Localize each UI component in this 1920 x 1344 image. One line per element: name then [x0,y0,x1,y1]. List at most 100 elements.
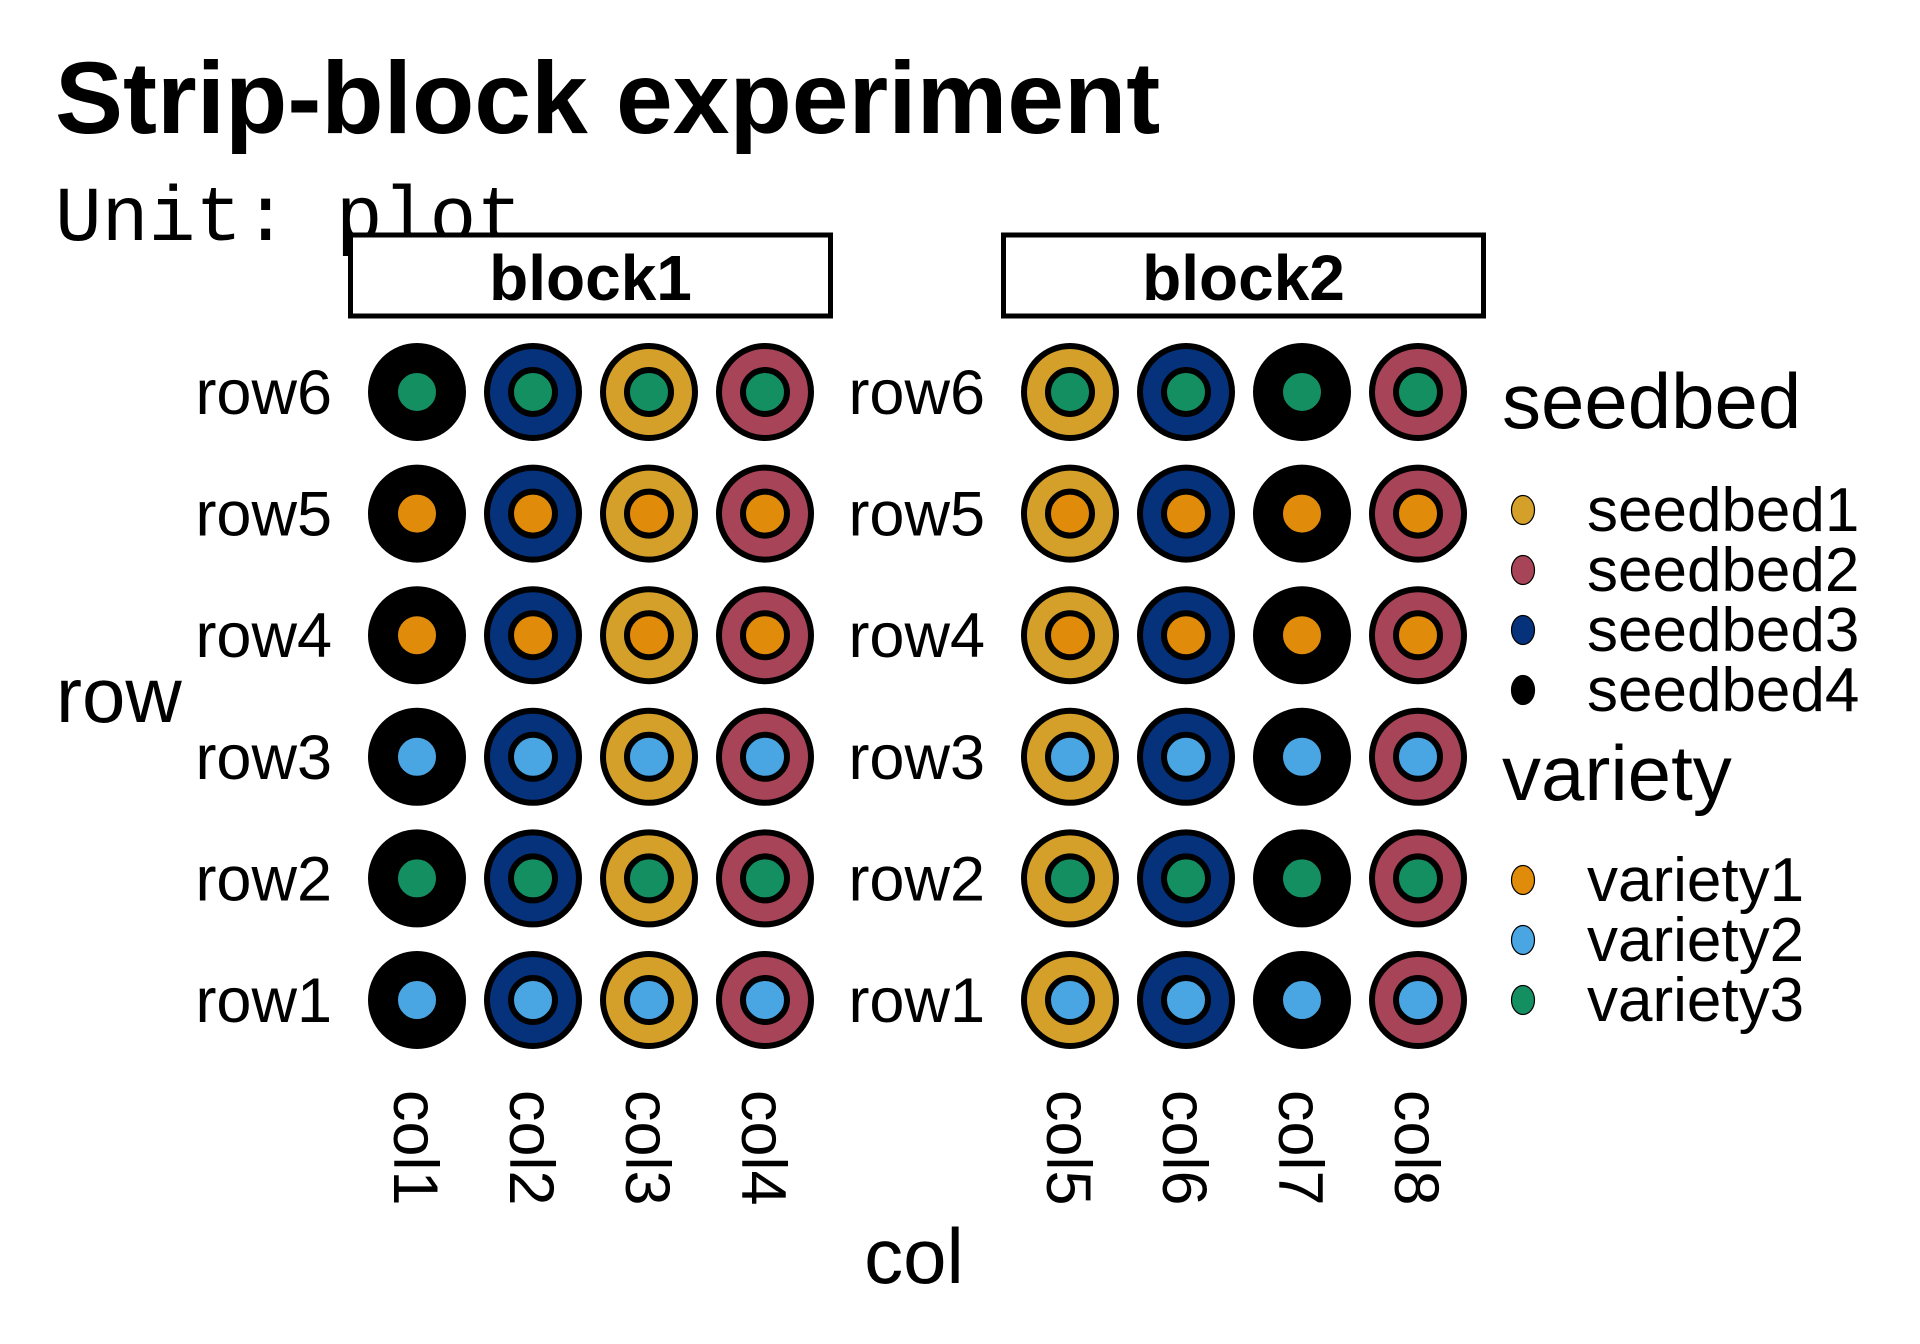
y-axis-title: row [56,651,182,739]
y-tick-label: row4 [848,601,985,671]
x-axis-title: col [864,1212,964,1300]
plot-point [716,951,814,1049]
variety-dot-variety2 [1393,731,1443,782]
plot-point [368,829,466,928]
variety-dot-variety2 [392,975,442,1025]
variety-dot-variety2 [1161,731,1211,782]
plot-point [368,343,466,441]
variety-dot-variety3 [1393,367,1443,417]
plot-point [1253,829,1351,928]
y-tick-label: row5 [195,480,332,550]
y-tick-label: row6 [195,358,332,428]
y-tick-label: row4 [195,601,332,671]
variety-dot-variety2 [1277,731,1327,782]
variety-dot-variety1 [1393,610,1443,661]
plot-point [484,829,582,928]
variety-dot-variety3 [624,853,674,904]
y-tick-label: row1 [848,966,985,1036]
y-tick-label: row1 [195,966,332,1036]
x-tick-label: col4 [728,1090,798,1206]
plot-point [1253,707,1351,806]
chart-title: Strip-block experiment [55,41,1160,155]
plot-point [600,586,698,685]
variety-dot-variety1 [1393,488,1443,539]
variety-dot-variety1 [508,610,558,661]
variety-dot-variety1 [1045,488,1095,539]
variety-dot-variety3 [1045,367,1095,417]
strip-box [1001,232,1486,319]
variety-dot-variety3 [1161,853,1211,904]
variety-dot-variety3 [1161,367,1211,417]
plot-point [1369,464,1467,563]
plot-point [1253,464,1351,563]
variety-dot-variety2 [1045,731,1095,782]
x-tick-label: col6 [1149,1090,1219,1206]
variety-dot-variety1 [392,610,442,661]
variety-dot-variety3 [1393,853,1443,904]
variety-dot-variety1 [740,488,790,539]
x-tick-label: col3 [612,1090,682,1206]
legends: seedbedseedbed1seedbed2seedbed3seedbed4v… [1502,357,1859,1035]
variety-dot-variety1 [1161,488,1211,539]
legend-key [1510,984,1536,1016]
strip-box [348,232,833,319]
variety-dot-variety3 [740,853,790,904]
plot-point [1369,829,1467,928]
legend-label: seedbed2 [1587,536,1859,605]
variety-dot-variety3 [740,367,790,417]
legend-label: variety1 [1587,846,1804,915]
y-tick-label: row5 [848,480,985,550]
plot-point [1021,707,1119,806]
plot-point [1137,829,1235,928]
variety-dot-variety1 [392,488,442,539]
y-tick-label: row2 [848,844,985,914]
variety-dot-variety2 [1277,975,1327,1025]
y-tick-label: row6 [848,358,985,428]
variety-dot-variety2 [740,975,790,1025]
variety-dot-variety1 [740,610,790,661]
plot-point [716,707,814,806]
plot-point [1253,343,1351,441]
plot-point [1369,586,1467,685]
variety-dot-variety3 [392,853,442,904]
legend-label: seedbed3 [1587,596,1859,665]
variety-dot-variety3 [1277,853,1327,904]
variety-dot-variety1 [1161,610,1211,661]
plot-point [368,586,466,685]
variety-dot-variety1 [1277,488,1327,539]
plot-point [484,343,582,441]
x-tick-label: col1 [380,1090,450,1206]
variety-dot-variety3 [508,853,558,904]
legend-key [1510,924,1536,956]
variety-dot-variety1 [1045,610,1095,661]
legend-key [1510,674,1536,706]
variety-dot-variety2 [1045,975,1095,1025]
x-tick-label: col5 [1033,1090,1103,1206]
legend-title: seedbed [1502,357,1801,445]
plot-point [600,951,698,1049]
variety-dot-variety1 [508,488,558,539]
x-tick-label: col2 [496,1090,566,1206]
strip-label: block1 [489,242,692,314]
plot-point [368,951,466,1049]
plot-point [1369,707,1467,806]
variety-dot-variety2 [508,731,558,782]
plot-point [600,829,698,928]
plot-point [1021,586,1119,685]
plot-point [716,343,814,441]
legend-key [1510,554,1536,586]
variety-dot-variety3 [392,367,442,417]
variety-dot-variety2 [1161,975,1211,1025]
plot-point [368,707,466,806]
variety-dot-variety3 [1045,853,1095,904]
variety-dot-variety3 [508,367,558,417]
plot-point [1137,707,1235,806]
plot-point [1369,343,1467,441]
plot-point [1253,951,1351,1049]
